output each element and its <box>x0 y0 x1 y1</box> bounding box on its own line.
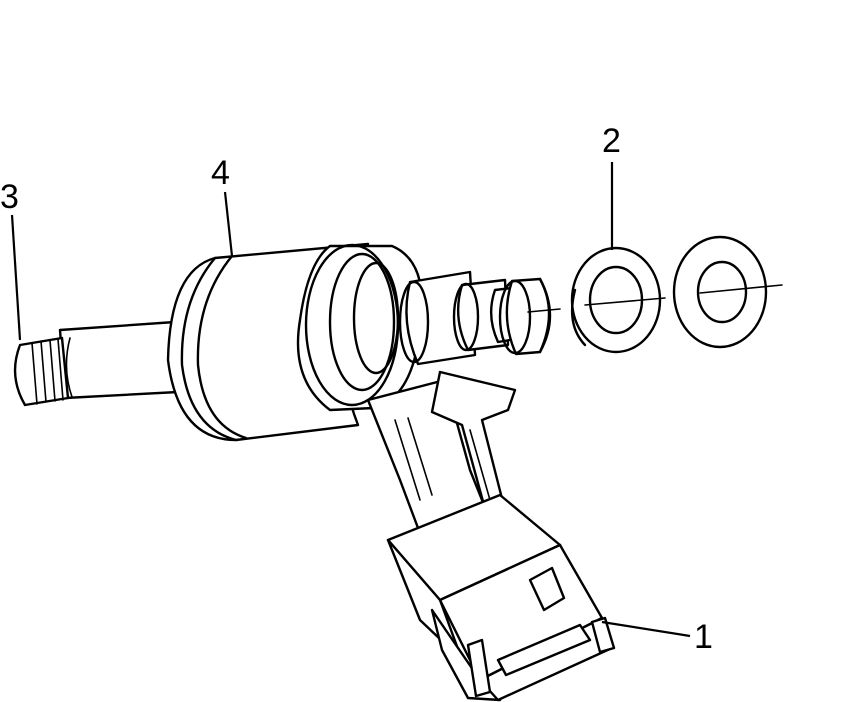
electrical-connector <box>366 370 616 702</box>
callout-4-leader <box>223 191 234 257</box>
injector-inlet-tube <box>398 270 552 366</box>
injector-nozzle-tip <box>13 320 180 407</box>
callout-2-label: 2 <box>602 122 621 160</box>
assembly-axis-line <box>527 284 783 313</box>
callout-1-leader <box>601 620 691 638</box>
injector-body <box>166 242 424 442</box>
callout-3-label: 3 <box>0 178 19 216</box>
o-ring <box>672 235 768 349</box>
callout-4-label: 4 <box>211 154 230 192</box>
callout-3-leader <box>10 214 22 341</box>
callout-1-label: 1 <box>694 618 713 656</box>
seal-ring <box>570 246 662 354</box>
